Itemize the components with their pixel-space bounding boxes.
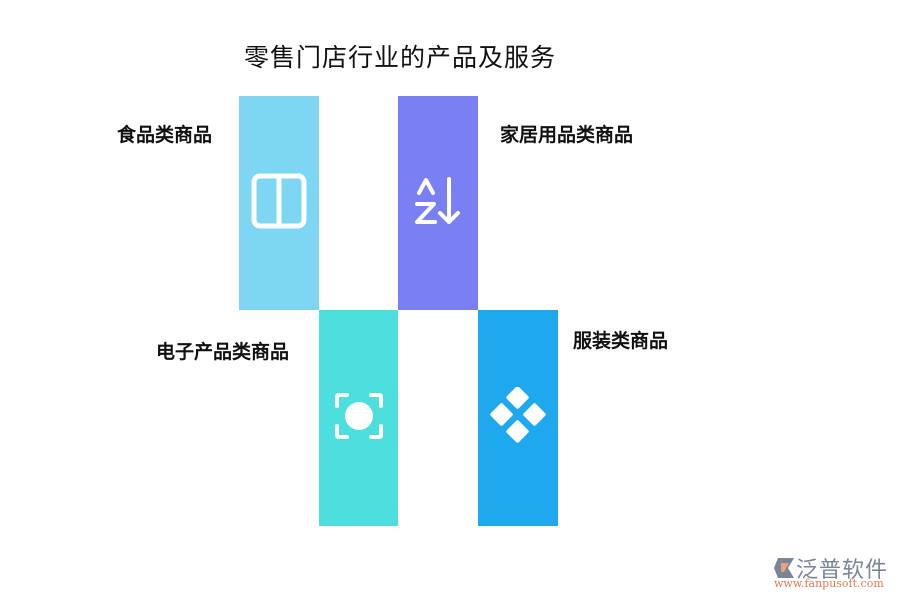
label-household: 家居用品类商品 — [500, 124, 634, 146]
diamonds-icon — [489, 386, 547, 449]
bar-electronics — [319, 310, 398, 526]
watermark-url: www.fanpusoft.com — [774, 577, 884, 590]
bar-household — [398, 96, 478, 310]
label-food: 食品类商品 — [117, 124, 213, 146]
label-electronics: 电子产品类商品 — [156, 341, 290, 363]
diagram-title: 零售门店行业的产品及服务 — [243, 43, 556, 72]
fanpu-logo-icon — [774, 558, 794, 578]
columns-icon — [251, 173, 307, 233]
bar-food — [239, 96, 319, 310]
watermark-brand: 泛普软件 — [796, 558, 889, 583]
bar-clothing — [478, 310, 558, 526]
focus-icon — [334, 392, 384, 444]
sort-az-icon — [413, 175, 463, 231]
label-clothing: 服装类商品 — [573, 330, 669, 352]
watermark-logo: 泛普软件 www.fanpusoft.com — [768, 552, 898, 592]
